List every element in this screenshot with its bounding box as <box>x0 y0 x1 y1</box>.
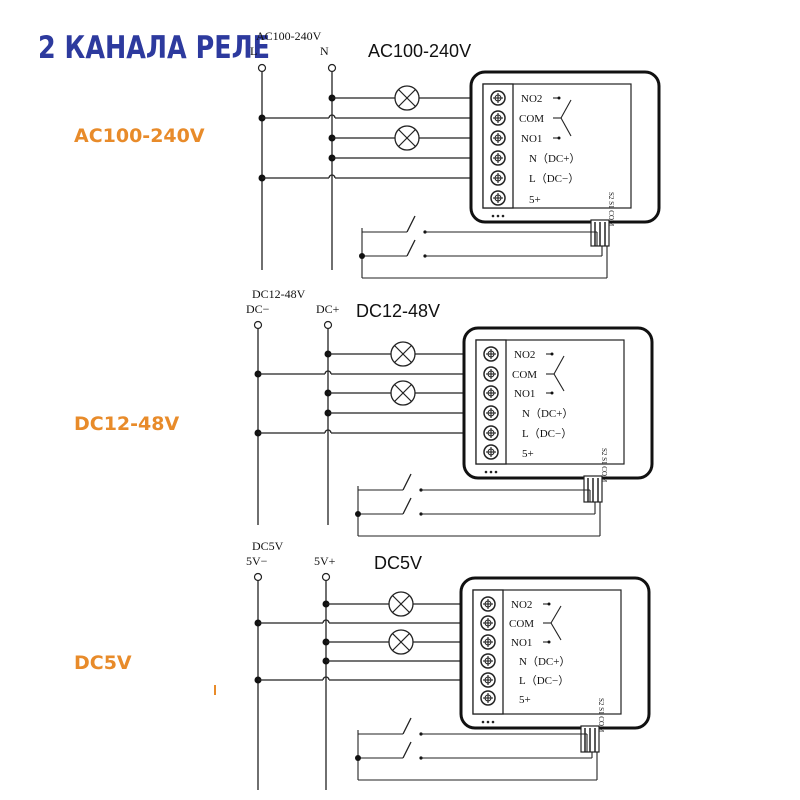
left-terminal-circle <box>257 63 267 73</box>
section-heading: DC12-48V <box>356 301 440 321</box>
terminal-label-n: N（DC+） <box>522 407 573 420</box>
terminal-label-l: L（DC−） <box>522 427 572 440</box>
wiring-section-3: DC5V5V−5V+DC5VNO2COMNO1N（DC+）L（DC−）5+S2 … <box>246 539 651 790</box>
junction-dot <box>355 755 361 761</box>
right-terminal-label: 5V+ <box>314 554 336 568</box>
terminal-label-com: COM <box>509 618 534 630</box>
terminal-label-com: COM <box>519 113 544 125</box>
left-terminal-label: L <box>250 44 257 58</box>
section-heading: AC100-240V <box>368 41 471 61</box>
terminal-label-com: COM <box>512 369 537 381</box>
terminal-label-5plus: 5+ <box>529 194 541 206</box>
lamp-symbol <box>394 85 420 111</box>
left-terminal-circle <box>253 320 263 330</box>
side-label-dc5: DC5V <box>74 652 132 674</box>
lamp-symbol <box>390 341 416 367</box>
terminal-label-no2: NO2 <box>511 599 532 611</box>
module-case <box>469 70 661 224</box>
right-terminal-circle <box>323 320 333 330</box>
terminal-label-l: L（DC−） <box>529 172 579 185</box>
side-pin-labels: S2 S1 COM <box>597 698 605 733</box>
switch-symbol <box>402 473 412 491</box>
section-heading: DC5V <box>374 553 422 573</box>
junction-dot <box>359 253 365 259</box>
terminal-label-no1: NO1 <box>511 637 532 649</box>
relay-contact <box>553 355 565 375</box>
relay-contact <box>560 99 572 119</box>
right-terminal-circle <box>327 63 337 73</box>
lamp-symbol <box>394 125 420 151</box>
page-title: 2 КАНАЛА РЕЛЕ <box>38 30 271 66</box>
side-label-dc12: DC12-48V <box>74 413 180 435</box>
left-terminal-label: 5V− <box>246 554 268 568</box>
left-terminal-circle <box>253 572 263 582</box>
terminal-label-n: N（DC+） <box>519 655 570 668</box>
orange-tick-mark <box>214 685 216 695</box>
switch-symbol <box>402 717 412 735</box>
wire-hop <box>322 619 330 624</box>
wiring-section-2: DC12-48VDC−DC+DC12-48VNO2COMNO1N（DC+）L（D… <box>246 287 654 537</box>
terminal-label-no1: NO1 <box>521 133 542 145</box>
switch-symbol <box>406 215 416 233</box>
switch-symbol <box>406 239 416 257</box>
right-terminal-label: DC+ <box>316 302 340 316</box>
lamp-symbol <box>390 380 416 406</box>
side-pin-labels: S2 S1 COM <box>600 448 608 483</box>
relay-contact <box>550 622 562 641</box>
junction-dot <box>355 511 361 517</box>
terminal-label-5plus: 5+ <box>522 448 534 460</box>
terminal-label-5plus: 5+ <box>519 694 531 706</box>
left-terminal-label: DC− <box>246 302 270 316</box>
terminal-label-l: L（DC−） <box>519 674 569 687</box>
lamp-symbol <box>388 629 414 655</box>
terminal-label-no2: NO2 <box>521 93 542 105</box>
terminal-label-n: N（DC+） <box>529 152 580 165</box>
terminal-label-no2: NO2 <box>514 349 535 361</box>
wire-hop <box>322 676 330 681</box>
switch-symbol <box>402 741 412 759</box>
supply-label: DC5V <box>252 539 284 553</box>
supply-label: DC12-48V <box>252 287 306 301</box>
relay-contact <box>550 605 562 624</box>
module-case <box>459 576 651 730</box>
side-pin-labels: S2 S1 COM <box>607 192 615 227</box>
wire-hop <box>324 370 332 375</box>
right-terminal-label: N <box>320 44 329 58</box>
supply-label: AC100-240V <box>256 29 322 43</box>
wire-hop <box>324 429 332 434</box>
module-case <box>462 326 654 480</box>
side-label-ac: AC100-240V <box>74 125 205 147</box>
relay-contact <box>560 117 572 137</box>
switch-symbol <box>402 497 412 515</box>
lamp-symbol <box>388 591 414 617</box>
terminal-label-no1: NO1 <box>514 388 535 400</box>
relay-contact <box>553 373 565 392</box>
wire-hop <box>328 174 336 179</box>
wire-hop <box>328 114 336 119</box>
right-terminal-circle <box>321 572 331 582</box>
